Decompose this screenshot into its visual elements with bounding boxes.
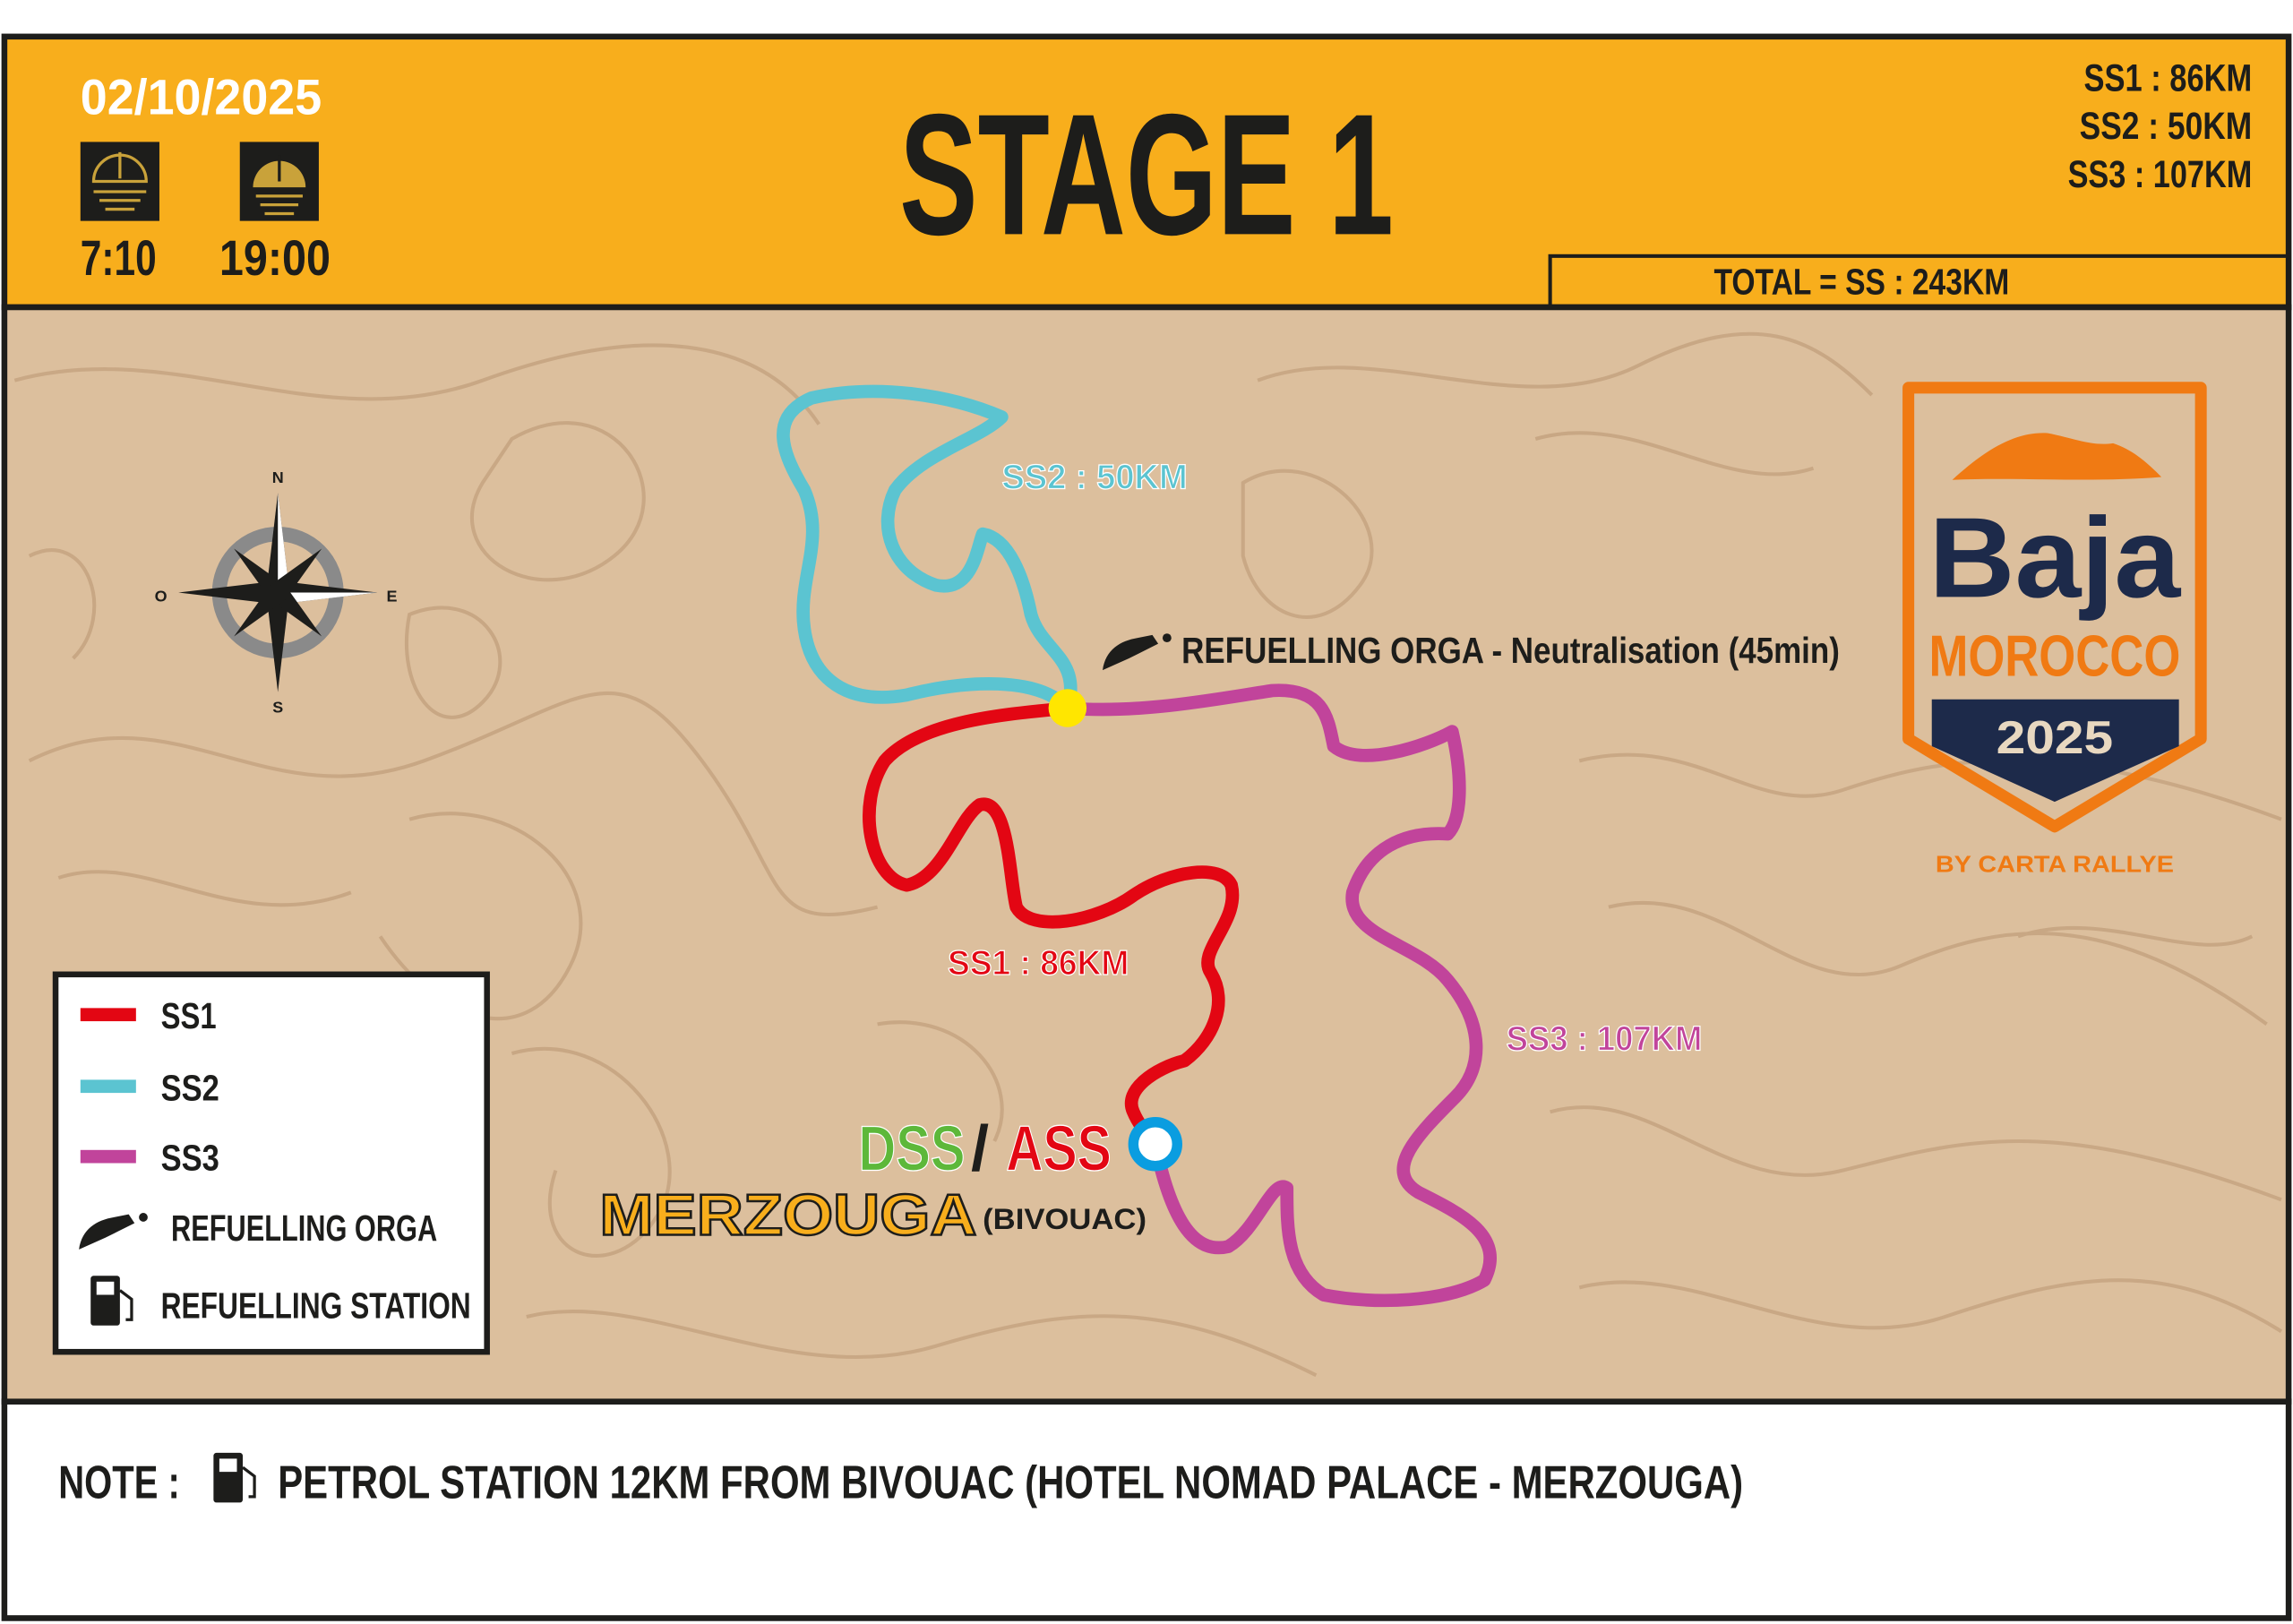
refuelling-point-marker[interactable]	[1048, 689, 1087, 727]
baja-morocco-logo: Baja MOROCCO 2025 BY CARTA RALLYE	[1902, 382, 2207, 877]
legend-ss3-label: SS3	[161, 1138, 219, 1179]
legend-ss1-label: SS1	[161, 995, 217, 1036]
compass-west: O	[155, 587, 167, 605]
fuel-nozzle-icon	[1103, 633, 1172, 671]
start-finish-marker[interactable]	[1128, 1117, 1182, 1172]
ss2-distance: SS2 : 50KM	[2080, 105, 2253, 147]
ass-label: ASS	[1006, 1113, 1112, 1185]
logo-credit: BY CARTA RALLYE	[1936, 850, 2174, 877]
legend-refuelling-orga-label: REFUELLING ORGA	[171, 1207, 437, 1249]
sunrise-icon	[80, 142, 159, 221]
legend-ss3-swatch	[80, 1149, 136, 1164]
refuelling-orga-label: REFUELLING ORGA - Neutralisation (45min)	[1181, 630, 1840, 671]
town-label: MERZOUGA	[599, 1182, 976, 1248]
compass-south: S	[272, 698, 283, 716]
route-ss2[interactable]	[777, 384, 1078, 715]
legend-ss1-swatch	[80, 1008, 136, 1022]
route-ss3[interactable]	[1061, 683, 1497, 1308]
note-label: NOTE :	[58, 1457, 180, 1509]
page-title: STAGE 1	[899, 78, 1394, 271]
total-distance: TOTAL = SS : 243KM	[1713, 261, 2009, 302]
fuel-pump-icon	[213, 1452, 256, 1503]
logo-country: MOROCCO	[1928, 623, 2180, 689]
legend-ss2-swatch	[80, 1079, 136, 1094]
compass-east: E	[387, 587, 398, 605]
ss1-distance: SS1 : 86KM	[2084, 56, 2253, 99]
logo-name: Baja	[1928, 494, 2181, 621]
sunset-icon	[239, 142, 319, 221]
ss2-route-label: SS2 : 50KM	[1001, 459, 1187, 497]
legend-ss2-label: SS2	[161, 1067, 219, 1108]
bivouac-label: (BIVOUAC)	[983, 1202, 1146, 1235]
sunset-time: 19:00	[219, 230, 331, 286]
ss3-distance: SS3 : 107KM	[2068, 153, 2253, 195]
legend: SS1 SS2 SS3 REFUELLING ORGA REFUELLING S…	[52, 971, 490, 1355]
fuel-nozzle-icon	[79, 1213, 148, 1250]
dss-ass-separator: /	[971, 1113, 989, 1185]
note-area	[1, 1398, 2292, 1621]
ss3-route-label: SS3 : 107KM	[1507, 1020, 1703, 1059]
compass-north: N	[272, 468, 284, 486]
legend-refuelling-station-label: REFUELLING STATION	[161, 1285, 471, 1327]
logo-year: 2025	[1997, 712, 2114, 764]
note-text: PETROL STATION 12KM FROM BIVOUAC (HOTEL …	[278, 1457, 1743, 1509]
header-band	[1, 33, 2292, 311]
route-ss1[interactable]	[863, 701, 1240, 1151]
fuel-pump-icon	[90, 1276, 133, 1326]
sunrise-time: 7:10	[81, 230, 157, 286]
dss-label: DSS	[858, 1113, 965, 1185]
stage-date: 02/10/2025	[81, 69, 322, 125]
ss1-route-label: SS1 : 86KM	[948, 944, 1129, 983]
